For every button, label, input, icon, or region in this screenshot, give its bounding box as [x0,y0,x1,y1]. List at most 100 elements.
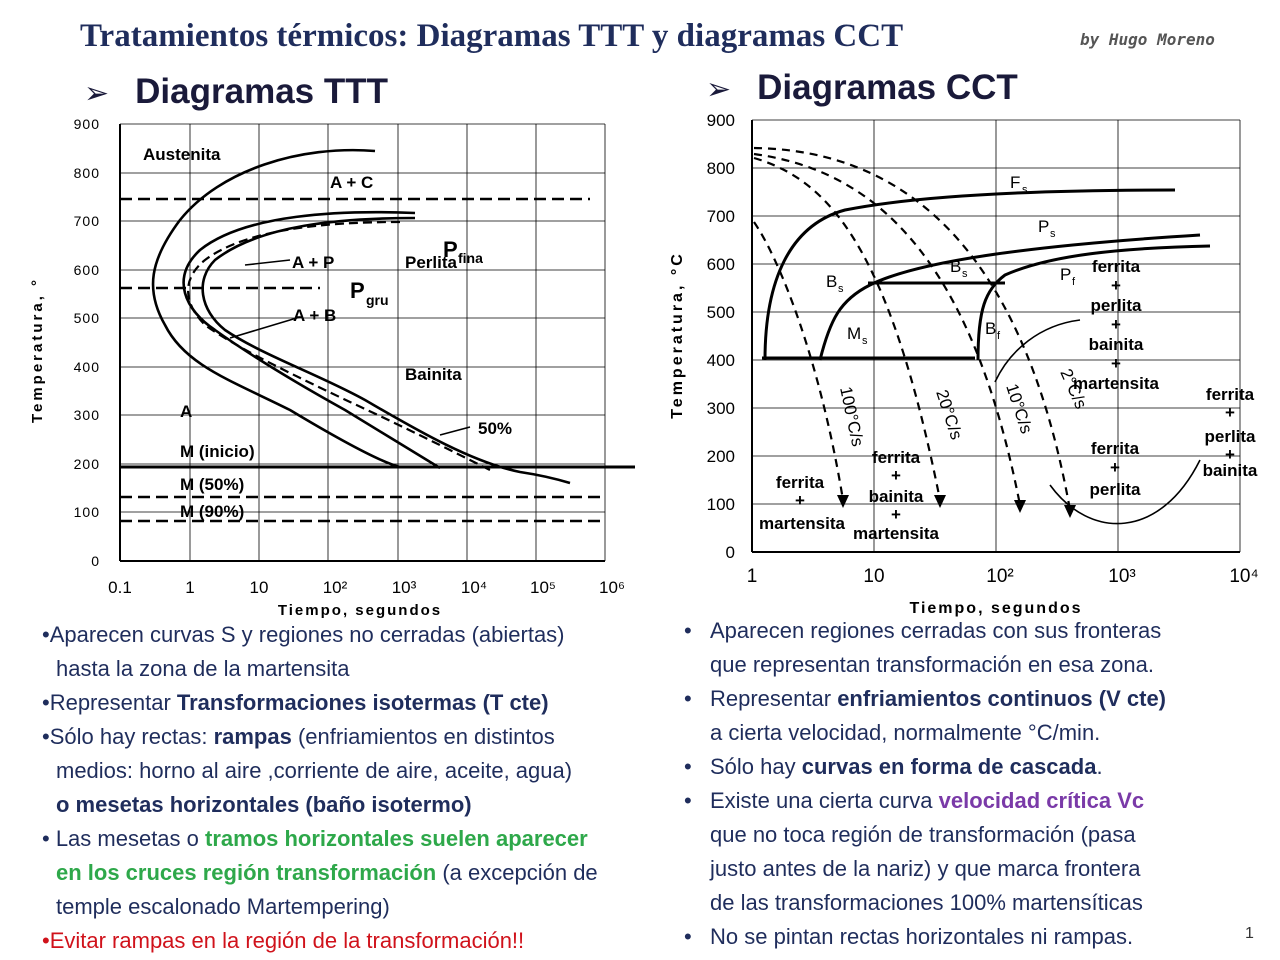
cct-product-text: martensita [759,514,846,533]
ttt-start-curve [182,210,441,470]
cct-product-text: bainita [1203,461,1258,480]
cct-label-bs-left: B [826,272,837,291]
cct-product-text: + [1110,458,1120,477]
ttt-label-pfina-sub: fina [458,250,483,266]
cct-product-text: ferrita [776,473,825,492]
bullet-dot-icon: • [684,924,692,949]
cct-section-title: ➢ Diagramas CCT [706,68,1018,108]
ttt-grid [120,123,606,561]
cct-product-text: bainita [1089,335,1144,354]
cct-label-bs-right-sub: s [962,268,968,280]
ttt-label-minicio: M (inicio) [180,442,255,461]
ttt-ytick: 300 [74,407,100,423]
ttt-50pct-curve [187,220,491,471]
ttt-diagram: 900 800 700 600 500 400 300 200 100 0 0.… [29,116,635,619]
ttt-pointer [439,426,471,436]
cct-fs-curve [763,188,1176,361]
list-item-bold: curvas en forma de cascada [801,754,1097,779]
list-item: temple escalonado Martempering) [56,894,390,919]
list-item: en los cruces región transformación (a e… [42,856,598,890]
cct-product-text: + [1225,445,1235,464]
page-title: Tratamientos térmicos: Diagramas TTT y d… [80,18,904,54]
ttt-ytick: 200 [74,456,100,472]
bullet-dot-icon: • [684,754,692,779]
cct-ytick: 600 [707,255,735,274]
cct-pointer [1049,459,1201,525]
author-credit: by Hugo Moreno [1080,30,1215,49]
cct-product-text: + [1225,403,1235,422]
ttt-ytick: 800 [74,165,100,181]
cct-ytick: 900 [707,111,735,130]
list-item: •Evitar rampas en la región de la transf… [42,924,598,958]
list-item-green: tramos horizontales suelen aparecer [205,826,588,851]
list-item-text: •Sólo hay rectas: [42,724,214,749]
ttt-xtick: 10² [323,578,348,597]
cct-ytick: 0 [726,543,735,562]
cct-xtick: 10² [986,566,1013,587]
cct-product-text: + [1111,276,1121,295]
cct-xtick: 10 [863,566,884,587]
ttt-section-title: ➢Diagramas TTT [84,72,388,112]
ttt-xtick: 10⁵ [530,578,556,597]
ttt-xtick: 1 [185,578,194,597]
list-item: • Sólo hay curvas en forma de cascada. [684,750,1166,784]
ttt-xtick: 0.1 [108,578,132,597]
list-item-text: •Representar [42,690,177,715]
ttt-ytick: 700 [74,213,100,229]
cct-product-text: bainita [869,487,924,506]
cct-product-text: + [1111,354,1121,373]
list-item: •Representar enfriamientos continuos (V … [684,682,1166,716]
list-item-text: Existe una cierta curva [710,788,939,813]
cct-label-bs-right: B [950,257,961,276]
cct-xlabel: Tiempo, segundos [909,600,1082,617]
ttt-start-curve-outer [151,148,401,469]
list-item-text: Sólo hay [710,754,802,779]
list-item: de las transformaciones 100% martensític… [710,890,1143,915]
cct-rate-100: 100°C/s [836,385,867,448]
ttt-ytick: 500 [74,310,100,326]
cct-ytick: 400 [707,351,735,370]
ttt-section-title-text: Diagramas TTT [135,72,388,111]
cct-product-text: martensita [853,524,940,543]
cct-ylabel: Temperatura, °C [669,251,686,419]
ttt-xtick: 10⁶ [599,578,625,597]
cct-cooling-curve-10 [753,152,1022,506]
ttt-pointer [229,316,301,339]
cct-product-text: martensita [1073,374,1160,393]
list-item-text: • Las mesetas o [42,826,206,851]
cct-xtick: 10³ [1108,566,1135,587]
ttt-label-pgru-sub: gru [366,292,389,308]
arrow-bullet-icon: ➢ [706,73,732,106]
cct-product-text: perlita [1090,296,1142,315]
list-item-green: en los cruces región transformación [56,860,437,885]
ttt-finish-curve [201,216,571,485]
ttt-label-austenita: Austenita [143,145,221,164]
ttt-xtick: 10 [250,578,269,597]
cct-label-pf-sub: f [1072,276,1076,288]
ttt-label-ap: A + P [292,253,334,272]
cct-label-bf-sub: f [997,330,1001,342]
cct-section-title-text: Diagramas CCT [757,68,1018,107]
ttt-axes [119,124,605,562]
cct-product-text: ferrita [1092,257,1141,276]
cct-cooling-curve-100 [753,221,845,501]
cct-cooling-curve-20 [753,156,942,501]
ttt-label-bainita: Bainita [405,365,462,384]
page-number: 1 [1245,925,1254,942]
cct-pf-curve [976,244,1211,361]
list-item: que representan transformación en esa zo… [710,652,1154,677]
list-item: que no toca región de transformación (pa… [710,822,1136,847]
ttt-label-pfina: P [443,237,458,262]
list-item-red: Evitar rampas en la región de la transfo… [49,928,525,953]
cct-label-fs-sub: s [1022,184,1028,196]
list-item: o mesetas horizontales (baño isotermo) [56,792,472,817]
cct-ytick: 100 [707,495,735,514]
list-item: justo antes de la nariz) y que marca fro… [710,856,1141,881]
bullet-dot-icon: • [684,618,692,643]
cct-label-bf: B [985,319,996,338]
ttt-label-m50: M (50%) [180,475,244,494]
list-item: •Sólo hay rectas: rampas (enfriamientos … [42,720,598,754]
list-item-text: . [1096,754,1103,779]
ttt-ytick: 400 [74,359,100,375]
list-item-bold: enfriamientos continuos (V cte) [837,686,1167,711]
